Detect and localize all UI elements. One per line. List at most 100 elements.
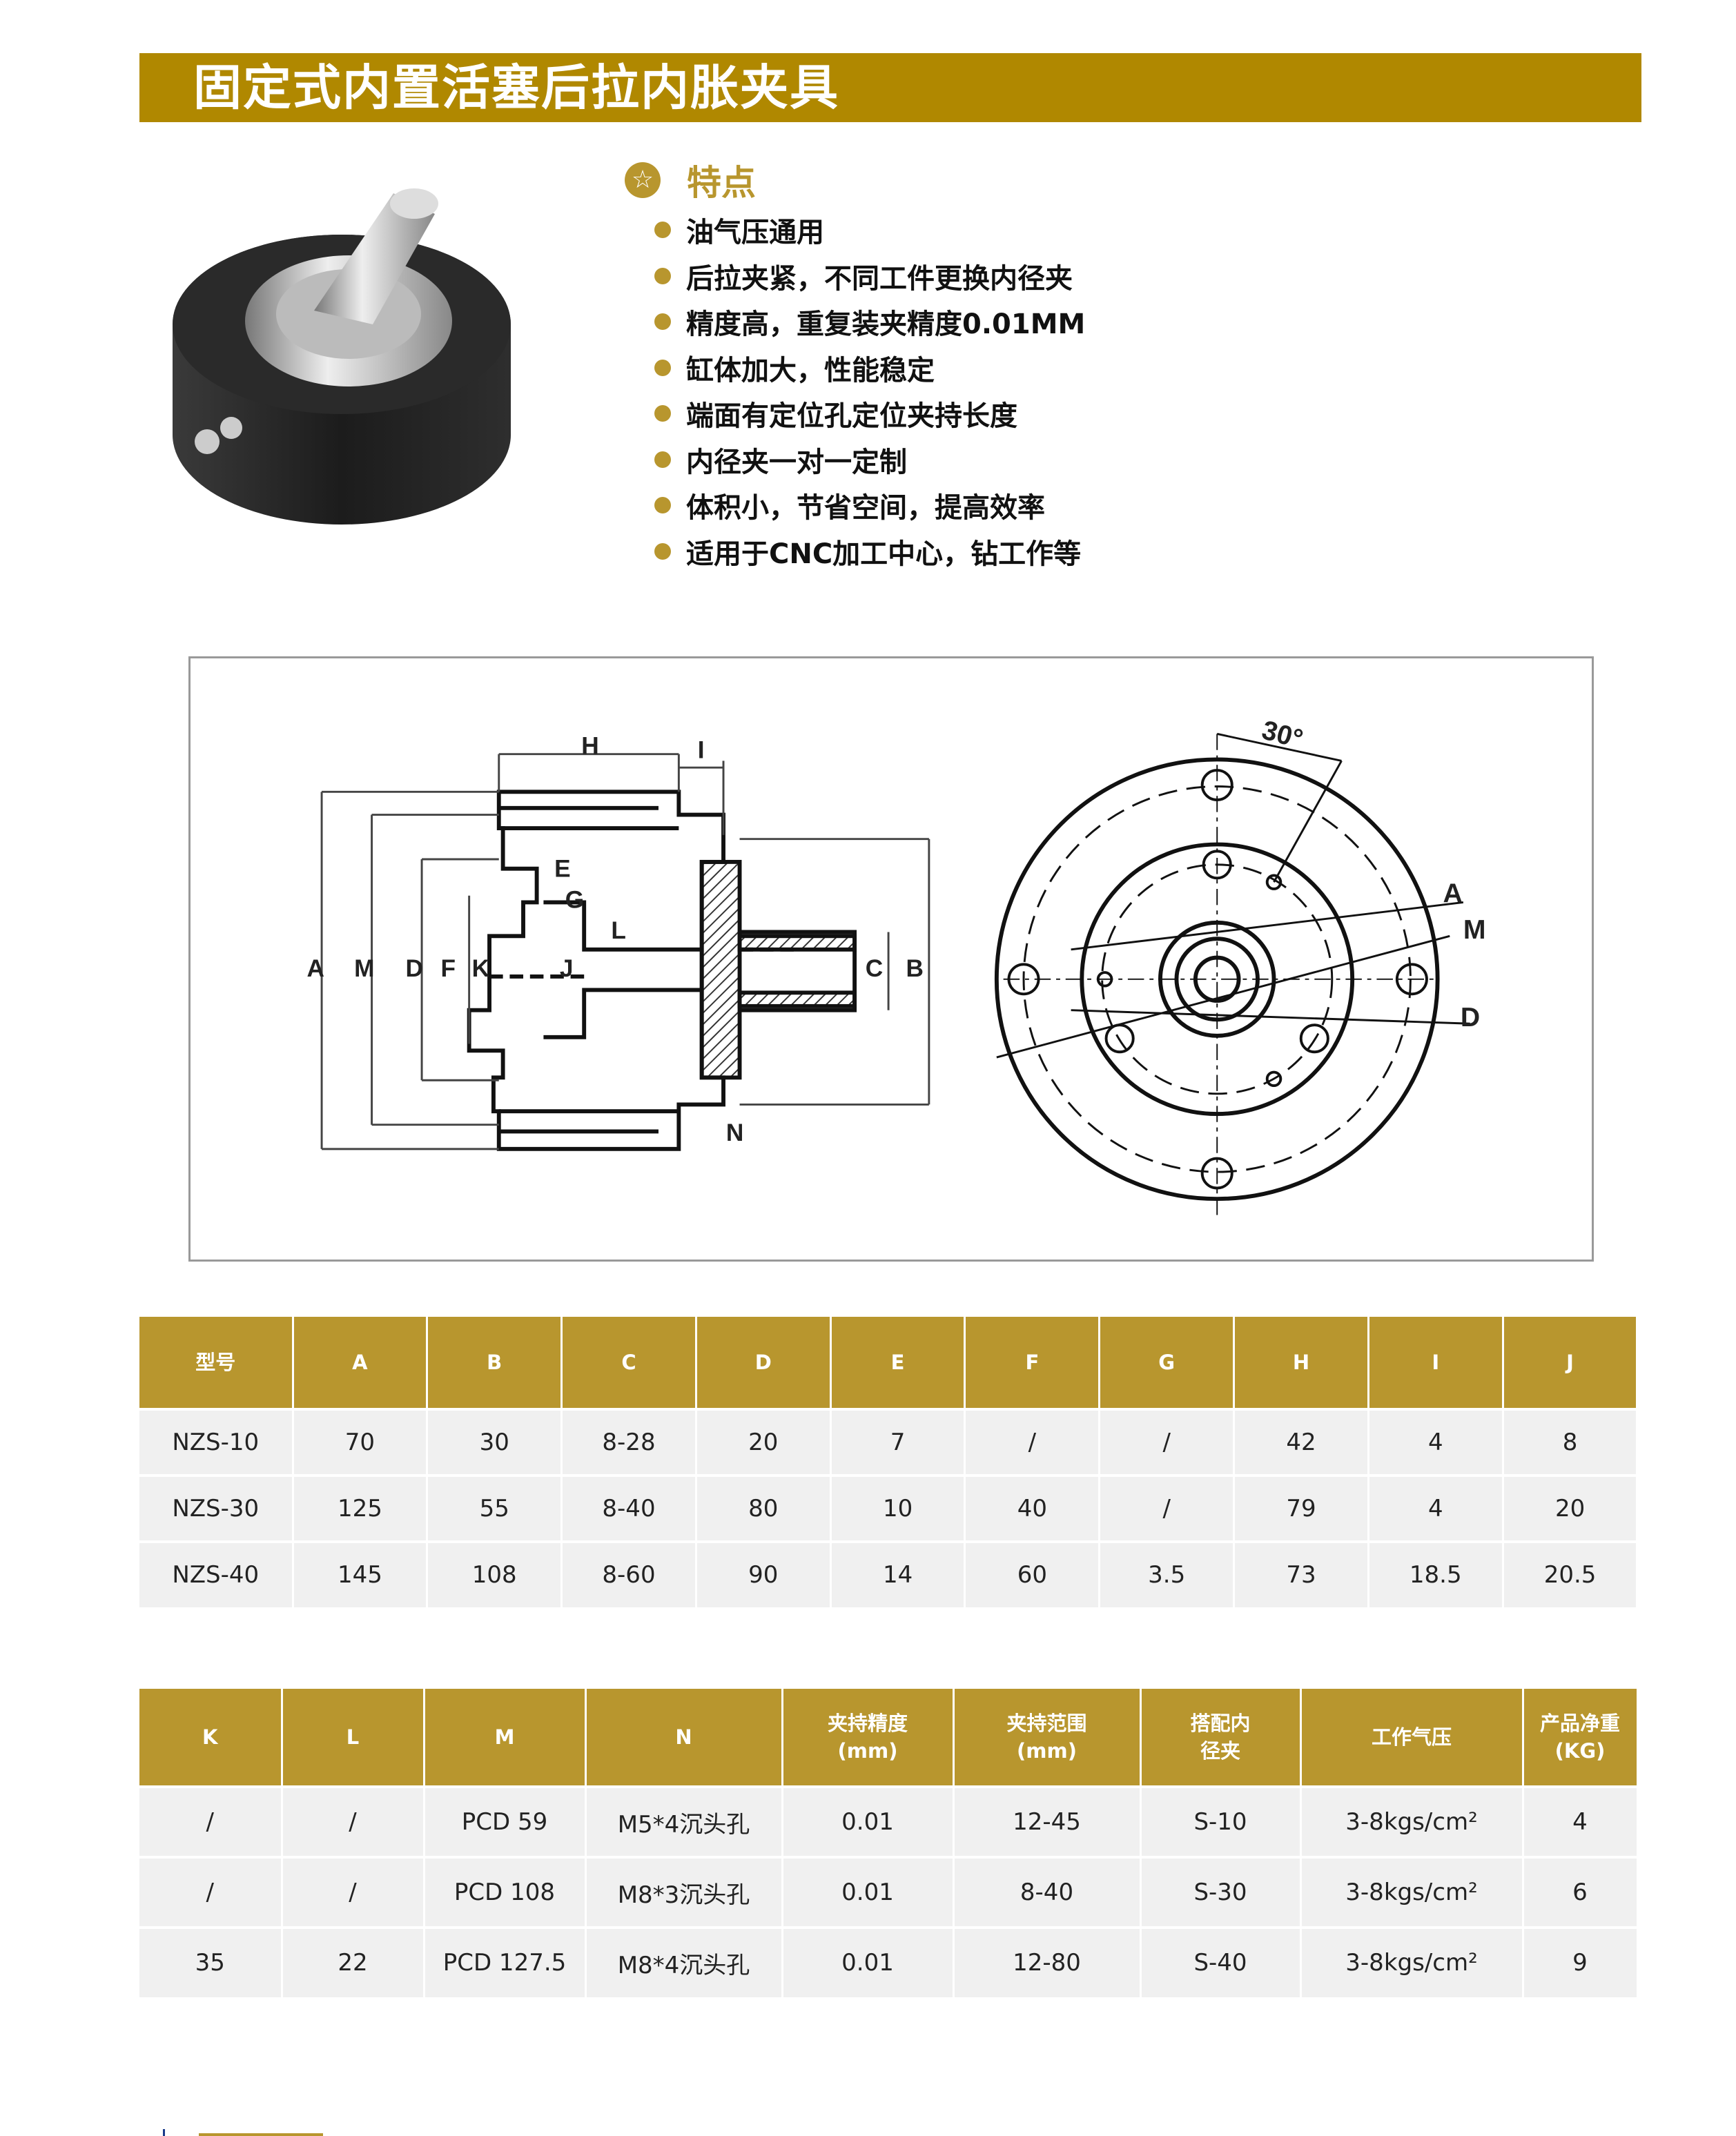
table-cell: 4 — [1367, 1408, 1504, 1477]
next-section-heading-fragment — [199, 2133, 323, 2136]
feature-item: 精度高，重复装夹精度0.01MM — [654, 299, 1085, 345]
header-line: 夹持精度 — [827, 1712, 908, 1735]
bullet-icon — [654, 267, 671, 284]
table-cell: 14 — [829, 1540, 966, 1609]
next-section-marker — [163, 2129, 165, 2136]
table-cell: 8-40 — [560, 1474, 697, 1543]
label-m-front: M — [1463, 915, 1486, 945]
column-header: K — [139, 1689, 283, 1787]
label-b: B — [906, 955, 924, 982]
header-line: 夹持范围 — [1006, 1712, 1087, 1735]
feature-text: 后拉夹紧，不同工件更换内径夹 — [686, 262, 1073, 295]
column-header: L — [280, 1689, 425, 1787]
label-m: M — [354, 955, 374, 982]
table-cell: 80 — [694, 1474, 832, 1543]
table-cell: 30 — [426, 1408, 563, 1477]
table-cell: 4 — [1521, 1785, 1639, 1859]
table-cell: NZS-10 — [139, 1408, 294, 1477]
table-cell: 125 — [291, 1474, 429, 1543]
header-line: L — [346, 1725, 360, 1749]
table-cell: 0.01 — [781, 1856, 955, 1929]
drawing-svg: H I E G L A M D F K J C B N 30° A M D — [307, 715, 1486, 1219]
table-cell: PCD 127.5 — [422, 1926, 587, 1999]
label-c: C — [866, 955, 883, 982]
table-cell: / — [139, 1856, 283, 1929]
table-cell: 8 — [1501, 1408, 1639, 1477]
column-header: 产品净重(KG) — [1521, 1689, 1639, 1787]
header-line: (KG) — [1554, 1739, 1606, 1763]
front-labels: 30° A M D — [1259, 715, 1486, 1032]
header-line: (mm) — [837, 1739, 898, 1763]
feature-item: 油气压通用 — [654, 207, 1085, 253]
bullet-icon — [654, 222, 671, 239]
column-header: 工作气压 — [1299, 1689, 1524, 1787]
front-view — [994, 732, 1470, 1219]
technical-drawing: H I E G L A M D F K J C B N 30° A M D — [188, 656, 1594, 1262]
feature-item: 缸体加大，性能稳定 — [654, 345, 1085, 391]
column-header: H — [1233, 1317, 1369, 1409]
label-e: E — [554, 855, 571, 882]
label-l: L — [611, 917, 626, 944]
star-icon: ☆ — [625, 162, 661, 198]
feature-text: 端面有定位孔定位夹持长度 — [686, 400, 1017, 433]
title-bar: 固定式内置活塞后拉内胀夹具 — [139, 53, 1641, 122]
table-cell: 12-80 — [952, 1926, 1142, 1999]
column-header: B — [426, 1317, 563, 1409]
label-k: K — [472, 955, 490, 982]
table-cell: 3-8kgs/cm² — [1299, 1856, 1524, 1929]
label-f: F — [441, 955, 456, 982]
table-cell: 8-60 — [560, 1540, 697, 1609]
table-cell: 70 — [291, 1408, 429, 1477]
column-header: I — [1367, 1317, 1504, 1409]
header-line: 搭配内 — [1190, 1712, 1251, 1735]
table-cell: 108 — [426, 1540, 563, 1609]
header-line: M — [494, 1725, 515, 1749]
bullet-icon — [654, 313, 671, 331]
feature-item: 体积小，节省空间，提高效率 — [654, 482, 1085, 529]
table-cell: / — [1098, 1408, 1236, 1477]
feature-text: 精度高，重复装夹精度0.01MM — [686, 308, 1086, 341]
header-line: N — [675, 1725, 692, 1749]
table-cell: / — [139, 1785, 283, 1859]
feature-text: 体积小，节省空间，提高效率 — [686, 492, 1045, 525]
table-cell: 73 — [1233, 1540, 1369, 1609]
table-cell: 3-8kgs/cm² — [1299, 1926, 1524, 1999]
feature-text: 油气压通用 — [686, 217, 824, 249]
label-g: G — [565, 886, 584, 913]
table-cell: PCD 108 — [422, 1856, 587, 1929]
column-header: A — [291, 1317, 429, 1409]
table-cell: / — [964, 1408, 1101, 1477]
header-line: 径夹 — [1200, 1739, 1240, 1763]
column-header: 搭配内径夹 — [1139, 1689, 1302, 1787]
dimension-lines — [320, 753, 930, 1150]
product-image — [166, 173, 525, 587]
table-cell: 0.01 — [781, 1926, 955, 1999]
table-cell: M5*4沉头孔 — [584, 1785, 783, 1859]
header-line: K — [202, 1725, 218, 1749]
table-cell: 22 — [280, 1926, 425, 1999]
header-line: 工作气压 — [1371, 1725, 1452, 1749]
table-cell: 42 — [1233, 1408, 1369, 1477]
bullet-icon — [654, 542, 671, 560]
table-cell: 8-28 — [560, 1408, 697, 1477]
column-header: 型号 — [139, 1317, 294, 1409]
header-line: (mm) — [1017, 1739, 1077, 1763]
bullet-icon — [654, 405, 671, 422]
column-header: N — [584, 1689, 783, 1787]
column-header: 夹持范围 (mm) — [952, 1689, 1142, 1787]
table-cell: 18.5 — [1367, 1540, 1504, 1609]
feature-item: 适用于CNC加工中心，钻工作等 — [654, 529, 1085, 575]
table-cell: 79 — [1233, 1474, 1369, 1543]
table-cell: S-30 — [1139, 1856, 1302, 1929]
table-cell: 4 — [1367, 1474, 1504, 1543]
table-cell: 60 — [964, 1540, 1101, 1609]
page-title: 固定式内置活塞后拉内胀夹具 — [193, 59, 839, 116]
label-i: I — [698, 737, 705, 764]
